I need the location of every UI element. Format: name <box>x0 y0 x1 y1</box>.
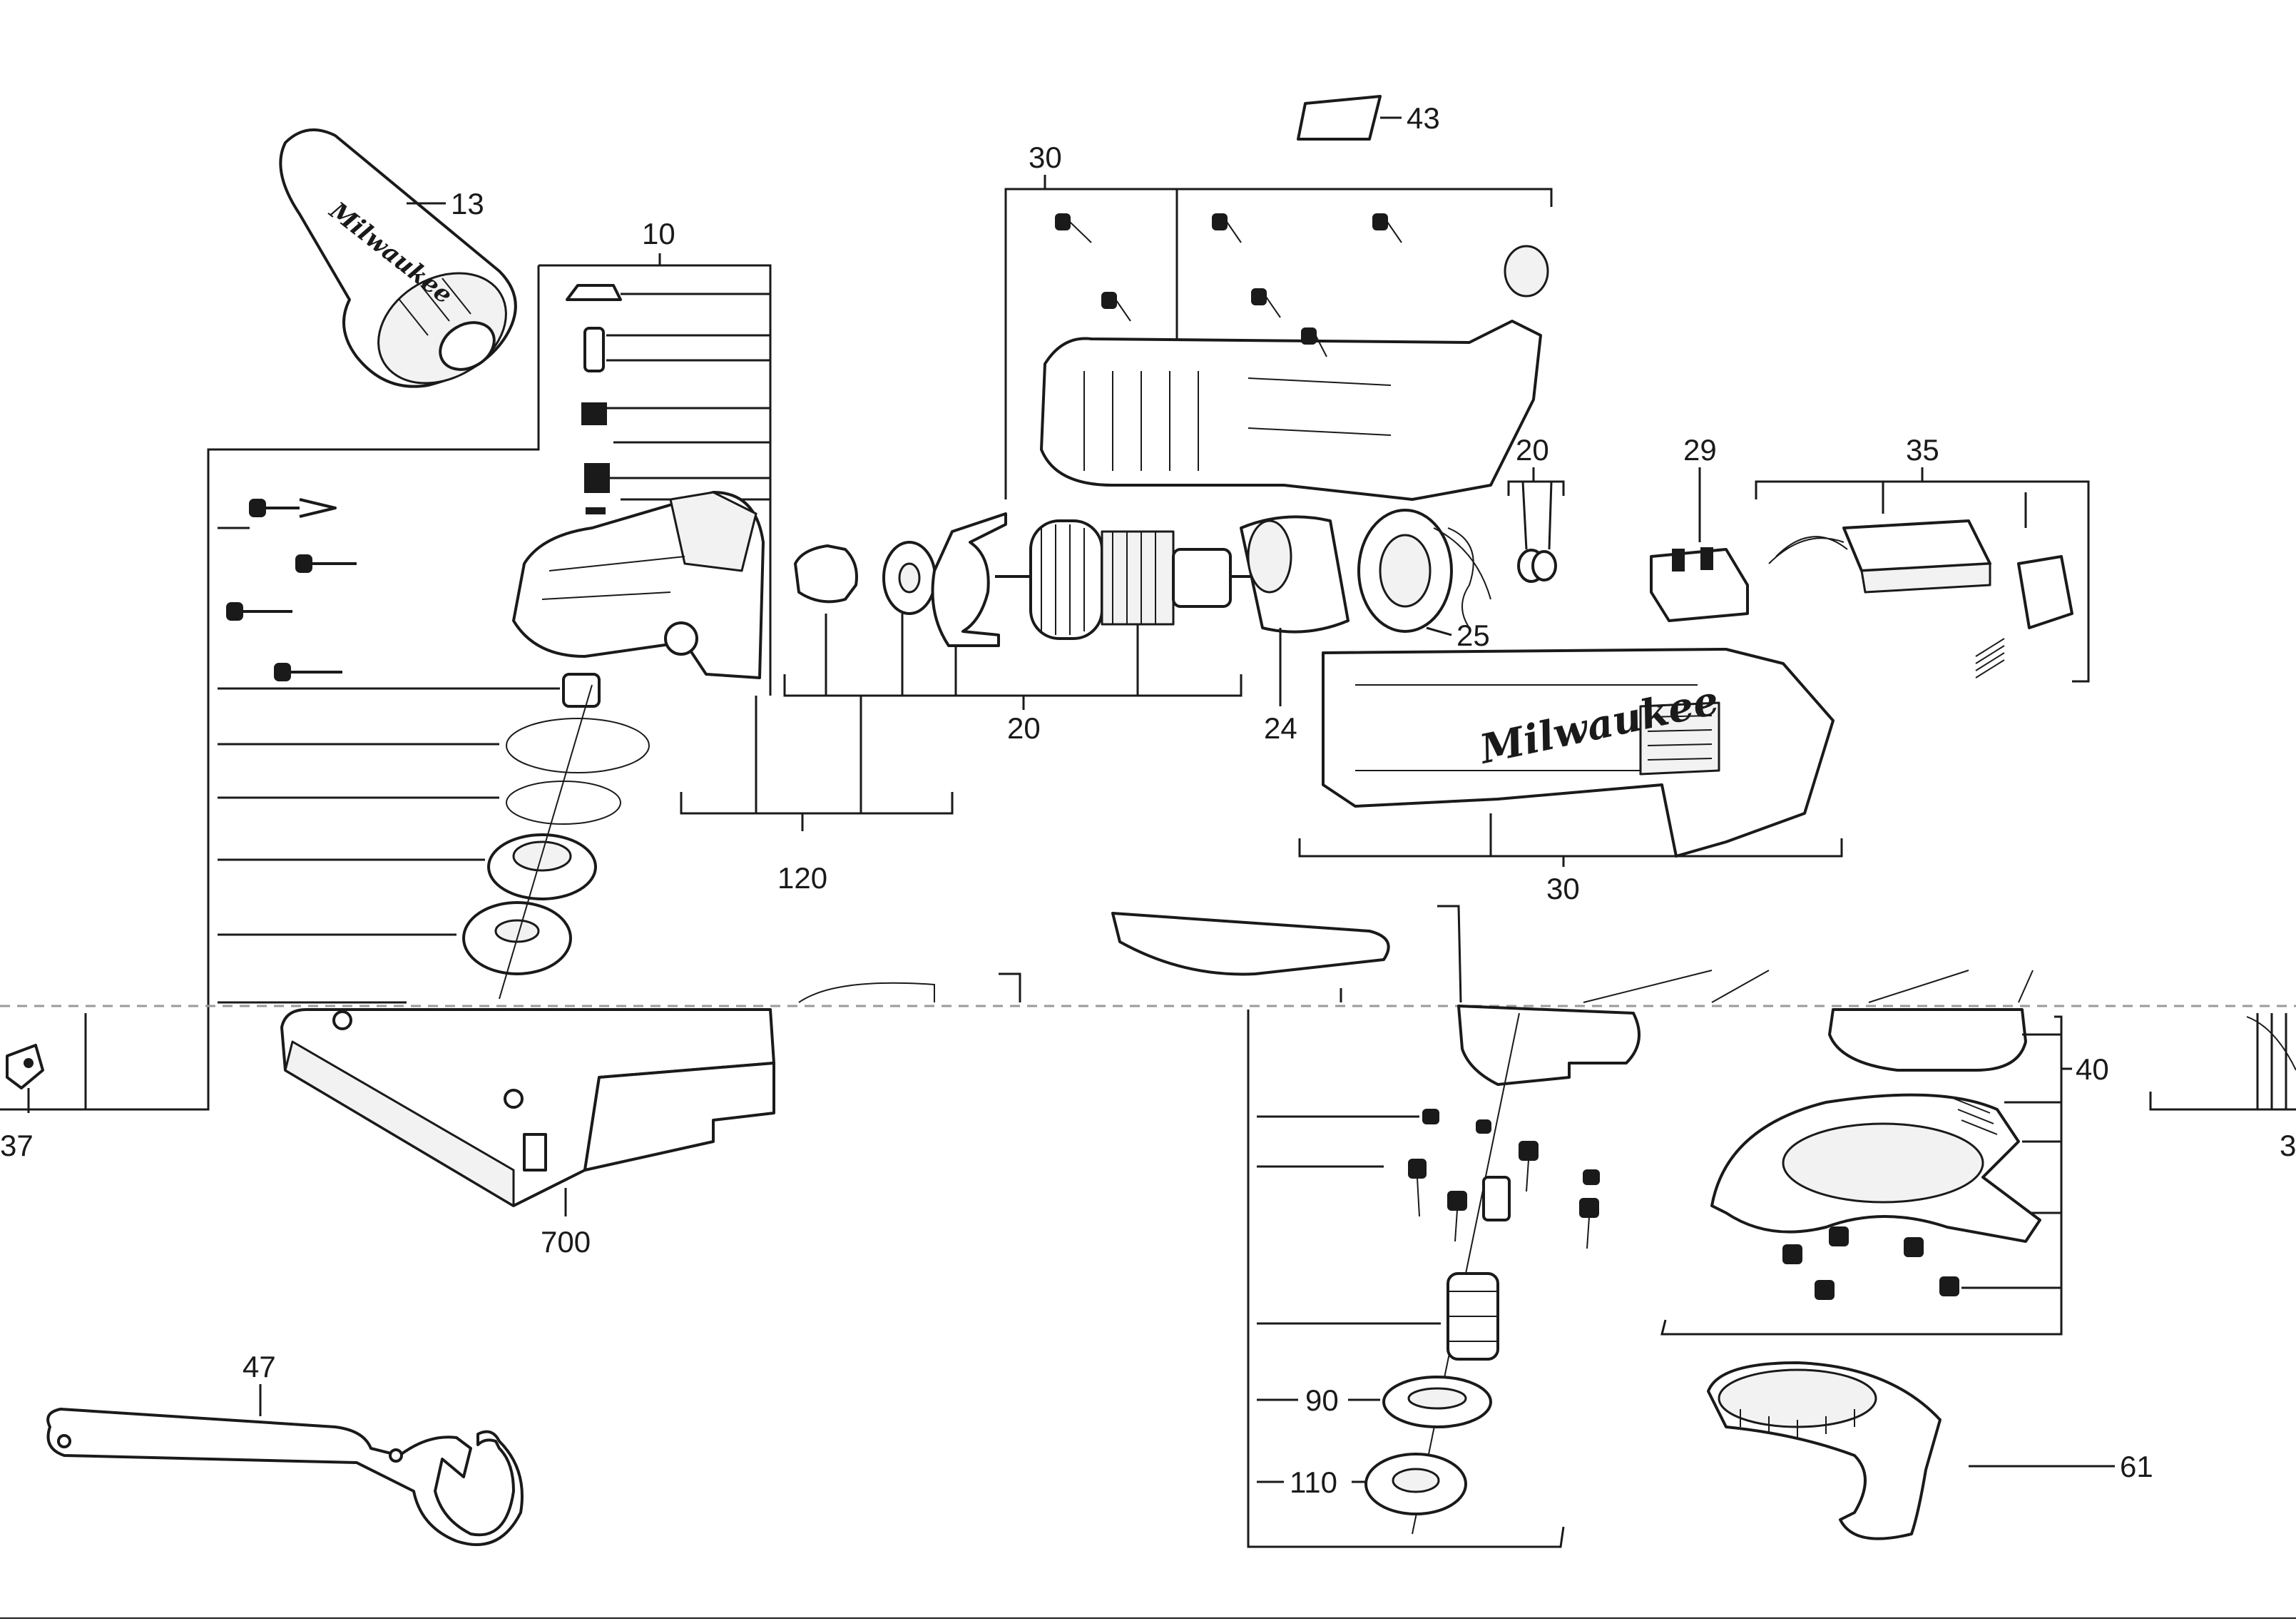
armature-part[interactable] <box>995 519 1262 640</box>
switch-part[interactable] <box>1650 547 1749 622</box>
callout-90: 90 <box>1305 1383 1339 1417</box>
callout-47: 47 <box>243 1350 276 1383</box>
bracket-spindle <box>1247 1010 1565 1548</box>
housing-screws-top[interactable] <box>1055 213 1402 357</box>
motor-housing-half-part[interactable] <box>1040 245 1549 501</box>
bracket-35 <box>1755 467 2090 683</box>
gear-case-screws[interactable] <box>226 498 357 681</box>
battery-clip-part[interactable] <box>6 1044 44 1089</box>
callout-30-housing: 30 <box>1546 872 1580 905</box>
callout-13: 13 <box>451 187 484 220</box>
guard-assembly-part[interactable] <box>1710 1008 2041 1243</box>
bracket-120 <box>680 696 954 831</box>
gear-head-small-parts[interactable] <box>566 284 622 514</box>
side-handle-part[interactable]: Milwaukee <box>279 128 526 405</box>
brush-holder-part[interactable] <box>1357 509 1491 633</box>
callout-edge: 3 <box>2280 1129 2296 1162</box>
callout-20-small: 20 <box>1516 433 1549 467</box>
guard-screws[interactable] <box>1782 1226 1959 1300</box>
callout-37: 37 <box>0 1129 34 1162</box>
partial-parts-mid <box>798 905 2034 1003</box>
bracket-20-armature <box>783 614 1243 710</box>
gear-case-part[interactable] <box>512 491 765 679</box>
carry-case-part[interactable] <box>280 1008 775 1207</box>
stator-part[interactable] <box>1240 515 1349 634</box>
callout-110: 110 <box>1290 1465 1337 1499</box>
bracket-30-housing <box>1298 813 1843 867</box>
callout-120: 120 <box>777 861 827 895</box>
nameplate-label-part[interactable] <box>1297 95 1382 141</box>
callout-43: 43 <box>1407 101 1440 135</box>
spanner-wrench-part[interactable] <box>46 1408 524 1546</box>
bracket-20-small <box>1507 467 1565 550</box>
motor-housing-main-part[interactable]: Milwaukee <box>1322 648 1835 858</box>
callout-700: 700 <box>541 1225 591 1259</box>
callout-30-top: 30 <box>1029 141 1062 174</box>
spindle-stack-parts[interactable] <box>462 673 650 1000</box>
bracket-30-top <box>1004 175 1553 499</box>
callout-40: 40 <box>2076 1052 2109 1086</box>
electronics-module-part[interactable] <box>1768 519 2073 679</box>
bracket-10 <box>0 264 772 1111</box>
callout-20-armature: 20 <box>1007 711 1041 745</box>
partial-part-right-edge <box>2149 1013 2296 1111</box>
callout-10: 10 <box>642 217 675 250</box>
callout-25: 25 <box>1456 619 1490 652</box>
bracket-40 <box>1660 1015 2072 1336</box>
small-bearing-pair[interactable] <box>1517 549 1557 583</box>
spindle-assembly-part[interactable] <box>1364 1005 1641 1535</box>
cutoff-guard-part[interactable] <box>1707 1361 1942 1540</box>
callout-29: 29 <box>1683 433 1717 467</box>
spindle-screws[interactable] <box>1408 1109 1600 1249</box>
callout-61: 61 <box>2120 1450 2153 1483</box>
armature-bearings[interactable] <box>794 512 1007 647</box>
callout-24: 24 <box>1264 711 1297 745</box>
callout-35: 35 <box>1906 433 1939 467</box>
